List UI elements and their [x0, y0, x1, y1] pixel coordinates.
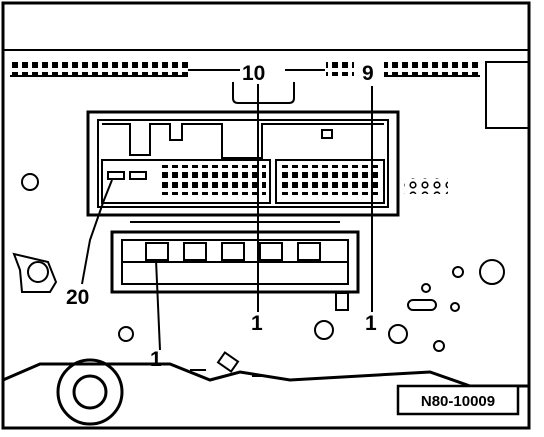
lower-connector: [110, 221, 360, 294]
callout-1-right: 1: [365, 312, 377, 335]
connector-housing: [86, 110, 400, 217]
bottom-pulley: [56, 358, 124, 426]
left-clip: [12, 252, 58, 293]
small-plug: [216, 351, 240, 373]
contact-pads: [404, 178, 448, 194]
callout-10: 10: [242, 62, 265, 85]
callout-20: 20: [66, 286, 89, 309]
small-slot: [335, 292, 349, 311]
side-bracket: [485, 61, 530, 129]
leader-lines: [81, 84, 373, 351]
callout-9: 9: [362, 62, 374, 85]
reference-number: N80-10009: [421, 393, 495, 410]
callout-1-lower: 1: [150, 348, 162, 371]
callout-1-center: 1: [251, 312, 263, 335]
small-slot-horizontal: [407, 299, 437, 311]
connector-latch-tab: [232, 82, 295, 104]
top-pin-strips: [10, 60, 480, 77]
mounting-holes: [21, 173, 505, 352]
outer-frame: [1, 1, 531, 430]
base-plate: [2, 362, 529, 388]
reference-label-box: N80-10009: [396, 384, 520, 416]
